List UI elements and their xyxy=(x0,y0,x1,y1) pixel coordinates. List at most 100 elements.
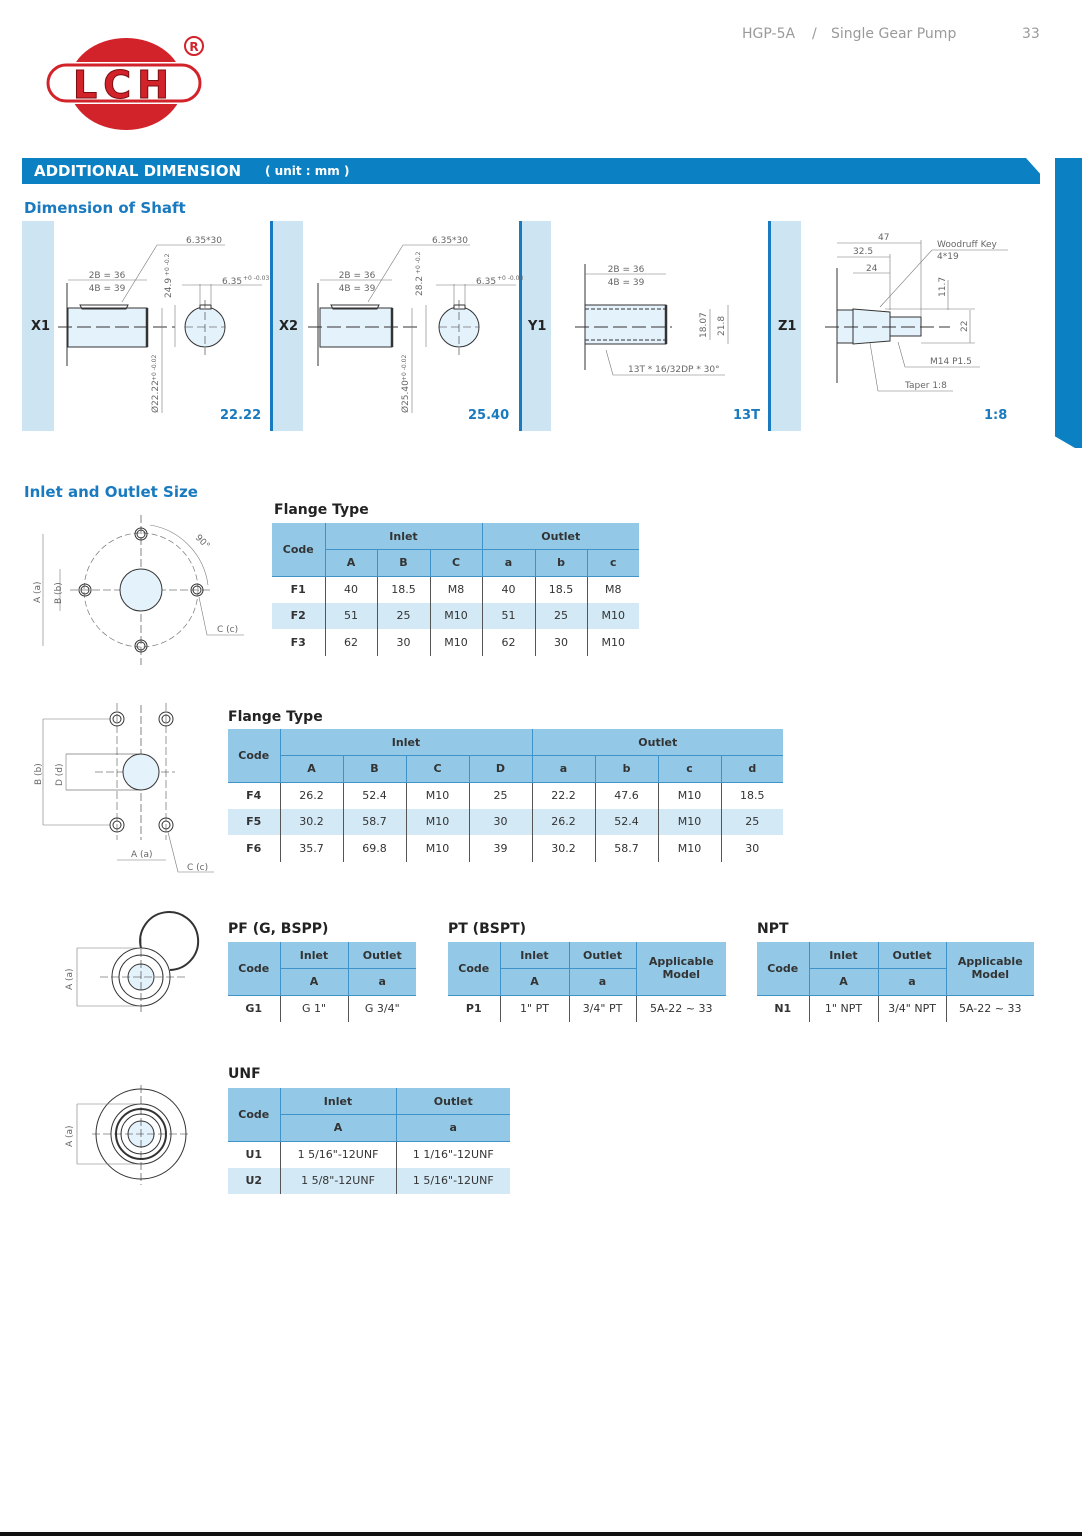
column-group-inlet: Inlet xyxy=(808,942,878,969)
dim-label: 21.8 xyxy=(717,316,727,336)
shaft-value-x2: 25.40 xyxy=(468,408,510,423)
table-cell: 3/4" NPT xyxy=(877,995,946,1022)
column-header: A xyxy=(279,1114,396,1142)
row-code: F3 xyxy=(290,635,306,649)
table-cell: 1 5/16"-12UNF xyxy=(395,1167,510,1194)
table-cell: 51 xyxy=(481,602,535,629)
panel-strip-x1 xyxy=(22,221,54,431)
column-header: A xyxy=(499,968,569,996)
table-title-flange-2: Flange Type xyxy=(228,709,323,725)
column-group-outlet: Outlet xyxy=(481,523,639,550)
dim-label: 4B = 39 xyxy=(89,284,126,294)
dim-label: 6.35*30 xyxy=(432,236,468,246)
column-header: C xyxy=(405,755,469,783)
height-tolerance: +0 -0.2 xyxy=(164,253,171,276)
dim-label: 11.7 xyxy=(938,277,948,297)
table-title-flange-1: Flange Type xyxy=(274,502,369,518)
panel-divider xyxy=(768,221,771,431)
shaft-drawing-y1: 2B = 36 4B = 39 18.07 21.8 13T * 16/32DP… xyxy=(575,264,729,376)
column-header: A xyxy=(279,968,348,996)
table-cell: 1" PT xyxy=(499,995,569,1022)
dim-label: 2B = 36 xyxy=(89,271,126,281)
dim-label: M14 P1.5 xyxy=(930,357,972,367)
table-cell: 26.2 xyxy=(279,782,343,809)
dim-label: 2B = 36 xyxy=(608,265,645,275)
table-cell: M10 xyxy=(657,782,721,809)
table-cell: M10 xyxy=(657,808,721,835)
table-cell: 1 5/8"-12UNF xyxy=(279,1167,396,1194)
dim-label: 24.9 xyxy=(164,278,174,298)
column-header-code: Code xyxy=(228,1088,280,1142)
dim-label: 6.35*30 xyxy=(186,236,222,246)
dim-label: 6.35 xyxy=(222,277,242,287)
table-cell: M8 xyxy=(429,576,482,603)
table-cell: G 1" xyxy=(279,995,348,1022)
table-cell: 18.5 xyxy=(720,782,783,809)
table-cell: 25 xyxy=(534,602,587,629)
dim-label: B (b) xyxy=(54,582,64,604)
table-cell: 1 1/16"-12UNF xyxy=(395,1141,510,1168)
table-cell: 30 xyxy=(534,629,587,656)
table-cell: 30 xyxy=(376,629,430,656)
row-code: N1 xyxy=(774,1002,792,1015)
column-header: a xyxy=(877,968,946,996)
column-header: a xyxy=(531,755,595,783)
column-header-code: Code xyxy=(272,523,325,577)
table-cell: 3/4" PT xyxy=(568,995,636,1022)
column-header: b xyxy=(534,549,587,577)
column-header: c xyxy=(586,549,639,577)
table-cell: 40 xyxy=(324,576,377,603)
table-cell: 5A-22 ~ 33 xyxy=(945,995,1034,1022)
column-header: D xyxy=(468,755,532,783)
table-cell: M10 xyxy=(405,835,469,862)
table-cell: 58.7 xyxy=(594,835,658,862)
column-header: a xyxy=(347,968,416,996)
column-header: A xyxy=(324,549,377,577)
table-cell: 52.4 xyxy=(342,782,406,809)
page-number: 33 xyxy=(1022,26,1040,42)
column-group-outlet: Outlet xyxy=(531,729,783,756)
column-header: c xyxy=(657,755,721,783)
dim-label: Ø25.40 xyxy=(400,380,411,413)
row-code: P1 xyxy=(465,1002,482,1015)
column-group-inlet: Inlet xyxy=(324,523,482,550)
table-cell: 47.6 xyxy=(594,782,658,809)
side-tab xyxy=(1055,158,1082,448)
table-cell: 26.2 xyxy=(531,808,595,835)
column-group-inlet: Inlet xyxy=(499,942,569,969)
panel-divider xyxy=(519,221,522,431)
column-header: b xyxy=(594,755,658,783)
dim-label: 2B = 36 xyxy=(339,271,376,281)
row-code: U2 xyxy=(228,1167,280,1194)
table-cell: 18.5 xyxy=(534,576,587,603)
table-title-unf: UNF xyxy=(228,1066,261,1082)
diameter-tolerance: +0 -0.02 xyxy=(151,355,158,381)
dim-label: 90° xyxy=(193,533,211,551)
dim-label: C (c) xyxy=(187,863,208,873)
table-cell: 62 xyxy=(481,629,535,656)
lch-logo: LCH R xyxy=(44,36,204,130)
dim-label: Taper 1:8 xyxy=(904,381,947,391)
shaft-value-z1: 1:8 xyxy=(984,408,1008,423)
dim-label: 4*19 xyxy=(937,252,959,262)
column-header: a xyxy=(395,1114,510,1142)
row-code: F6 xyxy=(246,841,262,855)
section-banner: ADDITIONAL DIMENSION ( unit : mm ) xyxy=(22,158,1040,184)
table-cell: 5A-22 ~ 33 xyxy=(635,995,726,1022)
table-cell: 25 xyxy=(720,808,783,835)
column-header: a xyxy=(568,968,636,996)
table-title-pt: PT (BSPT) xyxy=(448,921,527,937)
dim-label: A (a) xyxy=(65,968,75,990)
column-group-outlet: Outlet xyxy=(347,942,416,969)
column-group-outlet: Outlet xyxy=(568,942,636,969)
panel-strip-x2 xyxy=(273,221,303,431)
